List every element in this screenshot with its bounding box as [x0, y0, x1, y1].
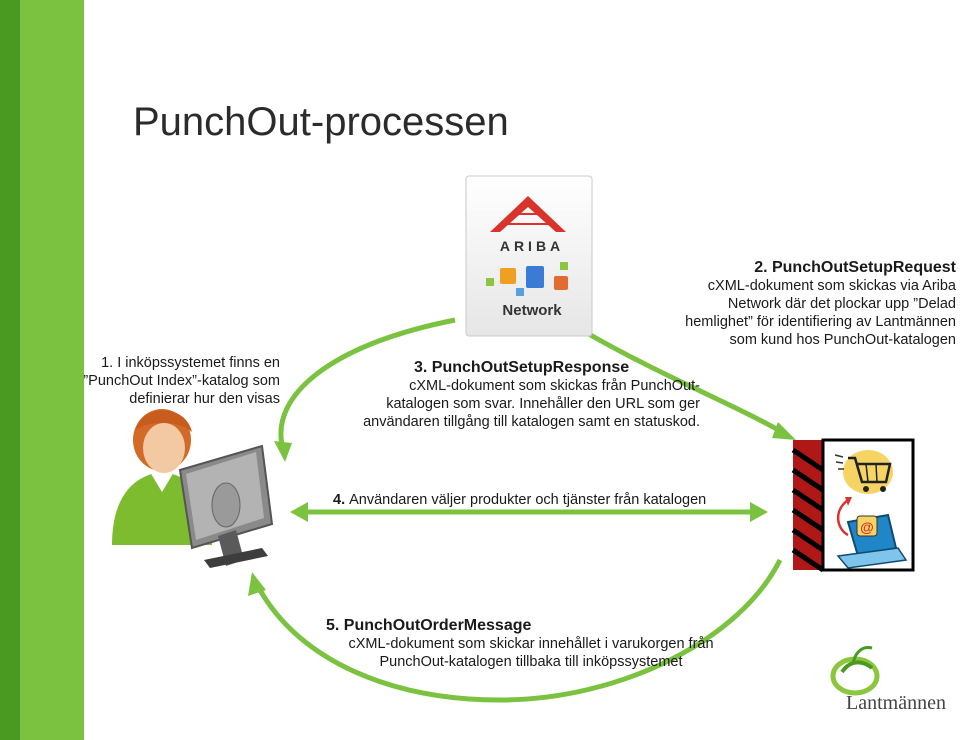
step2-line: Network där det plockar upp ”Delad [727, 296, 956, 312]
step4-text: 4. Användaren väljer produkter och tjäns… [333, 491, 706, 509]
return-arrow-icon [837, 497, 852, 537]
svg-text:@: @ [860, 519, 874, 535]
step5-number: 5. [326, 617, 344, 634]
step2-line: cXML-dokument som skickas via Ariba [707, 278, 956, 294]
step3-line: katalogen som svar. Innehåller den URL s… [386, 396, 700, 412]
step5-line: PunchOut-katalogen tillbaka till inköpss… [379, 654, 683, 670]
step3-line: användaren tillgång till katalogen samt … [363, 414, 700, 430]
green-stripe-light [20, 0, 84, 740]
step1-line: ”PunchOut Index”-katalog som [83, 373, 280, 389]
step4-number: 4. [333, 492, 350, 508]
step5-name: PunchOutOrderMessage [343, 617, 532, 634]
arc-step3-arrow [274, 317, 456, 462]
step2-name: PunchOutSetupRequest [771, 259, 956, 276]
ariba-network-icon [465, 175, 593, 337]
shopping-cart-icon [834, 450, 893, 494]
user-at-computer-icon [112, 409, 274, 568]
step4-arrow [290, 502, 768, 522]
step4-label: Användaren väljer produkter och tjänster… [349, 492, 707, 508]
step2-text: 2. PunchOutSetupRequest cXML-dokument so… [560, 259, 956, 349]
step5-text: 5. PunchOutOrderMessage cXML-dokument so… [326, 617, 736, 671]
ariba-brand-text: ARIBA [499, 238, 565, 254]
lantmannen-logo-icon [830, 646, 880, 696]
step5-line: cXML-dokument som skickar innehållet i v… [348, 636, 714, 652]
slide-title: PunchOut-processen [133, 100, 509, 144]
ariba-network-text: Network [502, 302, 562, 319]
arc-step5-arrow [248, 558, 783, 703]
step1-line: definierar hur den visas [129, 391, 280, 407]
arc-step2-arrow [585, 330, 796, 440]
step2-number: 2. [754, 259, 772, 276]
step3-line: cXML-dokument som skickas från PunchOut- [409, 378, 700, 394]
email-at-icon: @ [856, 515, 878, 537]
step2-line: hemlighet” för identifiering av Lantmänn… [685, 314, 956, 330]
step1-line: 1. I inköpssystemet finns en [101, 355, 280, 371]
lantmannen-logo-text: Lantmännen [846, 692, 946, 714]
step1-text: 1. I inköpssystemet finns en ”PunchOut I… [82, 354, 280, 408]
green-stripe-dark [0, 0, 20, 740]
step3-text: 3. PunchOutSetupResponse cXML-dokument s… [330, 359, 700, 431]
step2-line: som kund hos PunchOut-katalogen [729, 332, 957, 348]
step3-name: PunchOutSetupResponse [431, 359, 630, 376]
step3-number: 3. [414, 359, 432, 376]
